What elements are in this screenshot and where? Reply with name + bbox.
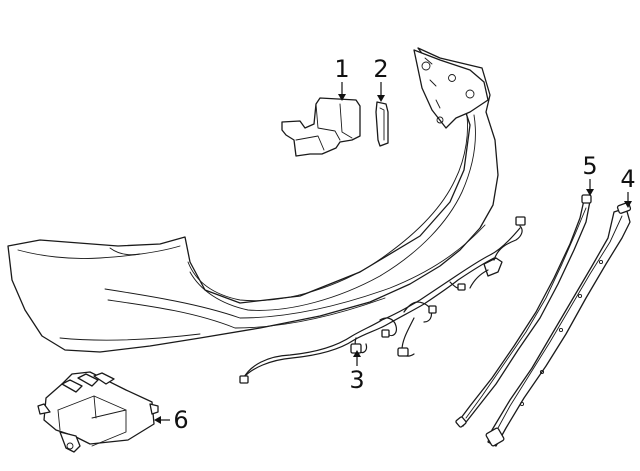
callout-3-arrow bbox=[353, 350, 361, 357]
callout-6-label: 6 bbox=[173, 406, 188, 434]
callout-4-label: 4 bbox=[620, 165, 635, 193]
molding-strip-part-4[interactable] bbox=[485, 202, 632, 447]
callout-4-arrow bbox=[624, 201, 632, 208]
callout-6: 6 bbox=[154, 406, 189, 434]
sensor-bracket-part-1[interactable] bbox=[281, 97, 361, 157]
wiring-harness-part-3[interactable] bbox=[239, 216, 526, 384]
callout-5: 5 bbox=[582, 152, 598, 196]
callout-1-label: 1 bbox=[334, 55, 349, 83]
callout-2-label: 2 bbox=[373, 55, 388, 83]
bumper-cover[interactable] bbox=[7, 47, 499, 353]
callout-3: 3 bbox=[349, 350, 365, 394]
callout-6-arrow bbox=[154, 416, 161, 424]
callout-5-arrow bbox=[586, 189, 594, 196]
callout-4: 4 bbox=[620, 165, 636, 208]
callout-5-label: 5 bbox=[582, 152, 597, 180]
callout-3-label: 3 bbox=[349, 366, 364, 394]
retainer-part-2[interactable] bbox=[375, 101, 389, 147]
control-module-part-6[interactable] bbox=[37, 371, 159, 453]
callout-1-arrow bbox=[338, 94, 346, 101]
callout-1: 1 bbox=[334, 55, 350, 101]
callout-2-arrow bbox=[377, 95, 385, 102]
callout-2: 2 bbox=[373, 55, 389, 102]
trim-strip-part-5[interactable] bbox=[455, 194, 592, 428]
